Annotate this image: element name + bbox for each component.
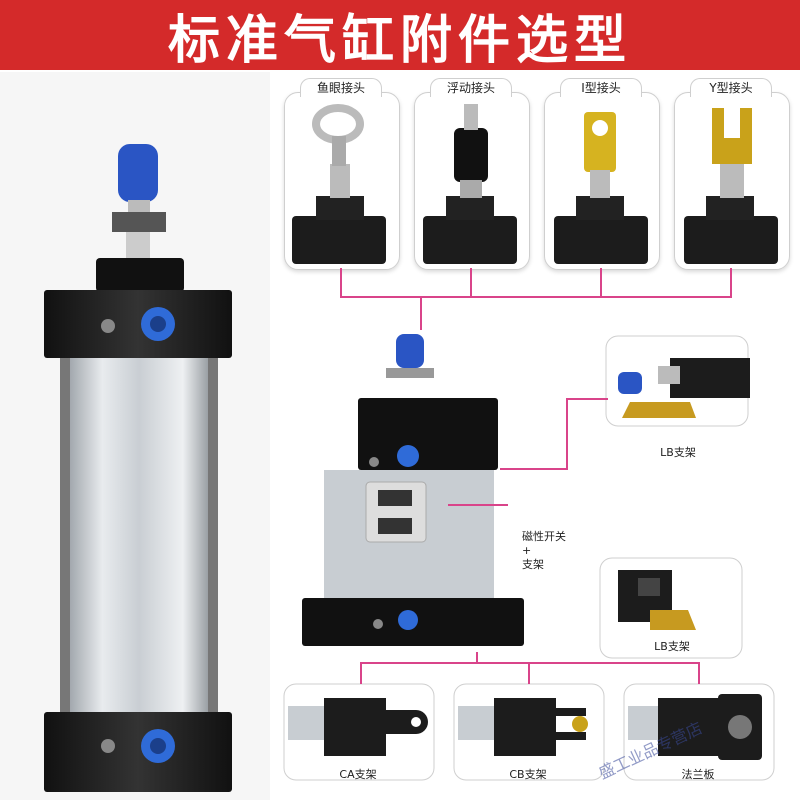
magnetic-switch-line3: 支架 (522, 558, 544, 571)
connector-line (600, 268, 602, 296)
accessory-illustrations (283, 104, 778, 781)
connector-line (528, 662, 530, 684)
banner-title: 标准气缸附件选型 (167, 10, 632, 71)
accessory-card-y-type (674, 92, 790, 270)
connector-line (566, 398, 568, 470)
lb-bracket-top-image (605, 335, 750, 427)
fisheye-joint-image (292, 104, 386, 264)
connector-line (730, 268, 732, 296)
title-banner: 标准气缸附件选型 (0, 0, 800, 71)
i-type-joint-image (554, 112, 648, 264)
connector-line (500, 468, 566, 470)
connector-line (340, 268, 342, 296)
ca-bracket-image (283, 683, 435, 781)
cb-bracket-image (453, 683, 605, 781)
magnetic-switch-label: 磁性开关 + 支架 (522, 530, 566, 572)
connector-line (698, 662, 700, 684)
connector-line (476, 652, 478, 662)
y-type-joint-image (684, 108, 778, 264)
tab-fisheye-joint: 鱼眼接头 (300, 78, 382, 97)
connector-line (340, 296, 732, 298)
center-cylinder-image (302, 334, 524, 646)
accessory-card-floating (414, 92, 530, 270)
ca-bracket-label: CA支架 (339, 768, 377, 781)
accessory-card-i-type (544, 92, 660, 270)
magnetic-switch-line2: + (522, 544, 532, 557)
tab-i-type-joint: I型接头 (560, 78, 642, 97)
connector-line (360, 662, 362, 684)
flange-plate-label: 法兰板 (681, 768, 715, 781)
lb-bracket-bottom-label: LB支架 (654, 640, 690, 653)
magnetic-switch-line1: 磁性开关 (522, 530, 566, 543)
floating-joint-image (423, 104, 517, 264)
flange-plate-image (623, 683, 775, 781)
cb-bracket-label: CB支架 (509, 768, 547, 781)
lb-bracket-top-label: LB支架 (660, 446, 696, 459)
tab-y-type-joint: Y型接头 (690, 78, 772, 97)
main-cylinder-photo (0, 72, 270, 800)
connector-line (448, 504, 508, 506)
lb-bracket-bottom-image (599, 557, 743, 659)
connector-line (470, 268, 472, 296)
accessory-selection-panel: 鱼眼接头 浮动接头 I型接头 Y型接头 LB支架 磁性开关 + 支架 LB支架 … (278, 72, 800, 800)
connector-line (566, 398, 608, 400)
accessory-card-fisheye (284, 92, 400, 270)
connector-line (360, 662, 700, 664)
tab-floating-joint: 浮动接头 (430, 78, 512, 97)
connector-line (420, 296, 422, 330)
cylinder-illustration (44, 144, 232, 792)
